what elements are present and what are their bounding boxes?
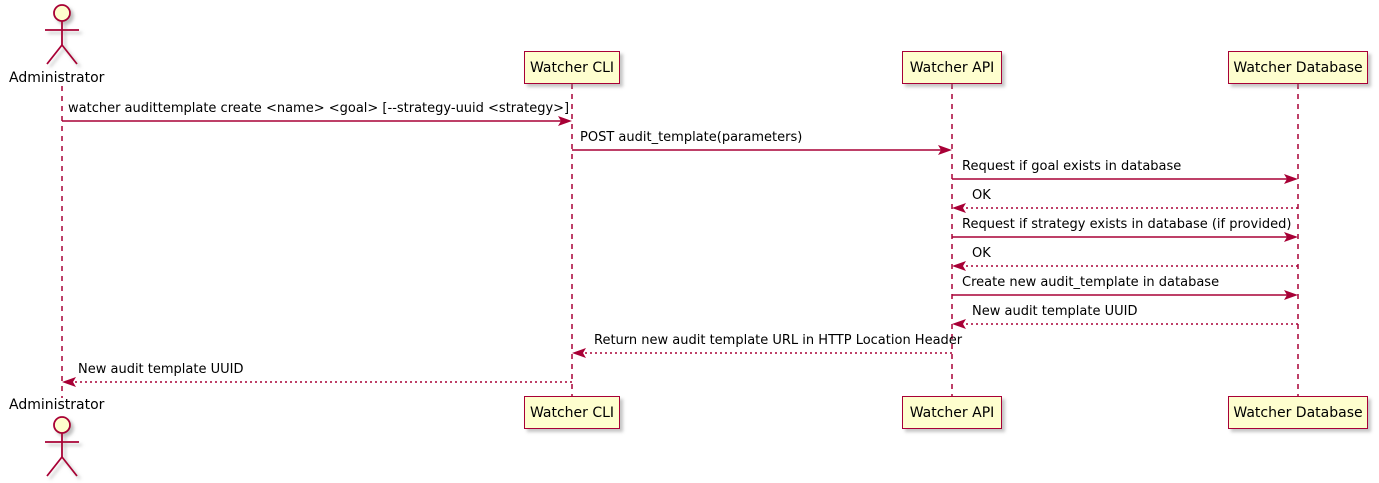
participant-label-watcher-cli: Watcher CLI bbox=[529, 59, 615, 76]
message-label-2: POST audit_template(parameters) bbox=[580, 130, 803, 145]
message-arrows bbox=[62, 116, 1298, 387]
actor-label-administrator-bottom: Administrator bbox=[9, 397, 105, 413]
message-label-1: watcher audittemplate create <name> <goa… bbox=[68, 101, 570, 116]
participant-label-watcher-database: Watcher Database bbox=[1233, 59, 1363, 76]
actor-administrator-top bbox=[45, 4, 79, 65]
message-label-7: Create new audit_template in database bbox=[962, 275, 1220, 290]
message-arrow-9 bbox=[572, 348, 952, 358]
participant-label-watcher-database: Watcher Database bbox=[1233, 404, 1363, 421]
message-label-4: OK bbox=[972, 188, 991, 203]
message-arrow-1 bbox=[62, 116, 572, 126]
message-label-8: New audit template UUID bbox=[972, 304, 1138, 319]
actor-label-administrator-top: Administrator bbox=[9, 70, 105, 86]
participant-box-watcher-cli-top[interactable]: Watcher CLI bbox=[524, 51, 620, 84]
message-arrow-3 bbox=[952, 174, 1298, 184]
participant-box-watcher-cli-bottom[interactable]: Watcher CLI bbox=[524, 396, 620, 429]
message-arrow-7 bbox=[952, 290, 1298, 300]
message-arrow-2 bbox=[572, 145, 952, 155]
lifelines bbox=[61, 84, 1299, 398]
actor-administrator-bottom bbox=[45, 416, 79, 477]
message-arrow-5 bbox=[952, 232, 1298, 242]
participant-label-watcher-cli: Watcher CLI bbox=[529, 404, 615, 421]
participant-label-watcher-api: Watcher API bbox=[909, 404, 995, 421]
message-arrow-10 bbox=[62, 377, 572, 387]
message-arrow-8 bbox=[952, 319, 1298, 329]
message-label-5: Request if strategy exists in database (… bbox=[962, 217, 1292, 232]
participant-box-watcher-api-bottom[interactable]: Watcher API bbox=[902, 396, 1002, 429]
message-label-6: OK bbox=[972, 246, 991, 261]
message-arrow-4 bbox=[952, 203, 1298, 213]
message-label-3: Request if goal exists in database bbox=[962, 159, 1182, 174]
message-label-9: Return new audit template URL in HTTP Lo… bbox=[594, 333, 963, 348]
message-arrow-6 bbox=[952, 261, 1298, 271]
participant-box-watcher-database-top[interactable]: Watcher Database bbox=[1228, 51, 1368, 84]
participant-box-watcher-api-top[interactable]: Watcher API bbox=[902, 51, 1002, 84]
message-label-10: New audit template UUID bbox=[78, 362, 244, 377]
participant-box-watcher-database-bottom[interactable]: Watcher Database bbox=[1228, 396, 1368, 429]
participant-label-watcher-api: Watcher API bbox=[909, 59, 995, 76]
